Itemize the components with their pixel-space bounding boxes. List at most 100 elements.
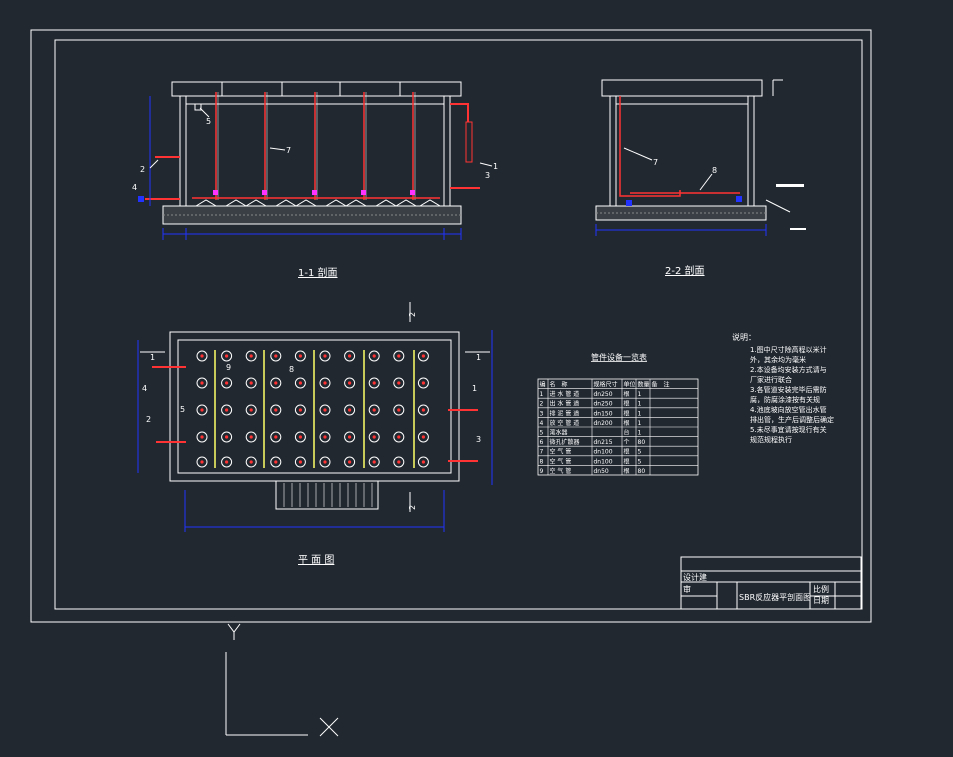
section-1-1 [138,81,480,240]
schedule-cell: 空 气 管 [550,448,572,456]
diffuser-center [348,408,352,412]
note-line: 规范规程执行 [750,435,792,444]
note-line: 排出管，生产后调整后确定 [750,415,834,424]
schedule-header-cell: 单位 [624,381,636,389]
schedule-cell: 5 [540,430,544,437]
callout-3: 3 [485,171,490,180]
diffuser-center [274,435,278,439]
diffuser [393,377,405,389]
diffuser [368,350,380,362]
section-mark-1-left: 1 [150,353,155,362]
plan-callout-3: 3 [476,435,481,444]
schedule-cell: 5 [638,449,642,456]
diffuser [319,431,331,443]
diffuser-center [397,435,401,439]
diffuser [245,456,257,468]
date-label: 日期 [813,596,829,605]
diffuser-center [323,381,327,385]
diffuser-center [249,408,253,412]
diffuser [393,456,405,468]
callout-4: 4 [132,183,137,192]
diffuser [294,456,306,468]
schedule-header-cell: 数量 [638,381,650,389]
diffuser [270,456,282,468]
schedule-cell: dn215 [594,439,613,446]
schedule-cell: 根 [624,467,630,475]
diffuser [417,377,429,389]
section-mark-2-bottom: 2 [408,505,417,510]
schedule-cell: 5 [638,458,642,465]
diffuser-center [348,435,352,439]
inner-frame [54,39,863,610]
diffuser-center [421,354,425,358]
diffuser [294,404,306,416]
plan-view [137,302,493,532]
schedule-cell: 微孔扩散器 [550,438,580,446]
schedule-cell: 根 [624,419,630,427]
schedule-cell: 1 [540,391,544,398]
callout-8-s2: 8 [712,166,717,175]
schedule-cell: 个 [624,439,630,446]
schedule-cell: 80 [638,439,646,446]
diffuser-center [298,435,302,439]
schedule-cell: 空 气 管 [550,467,572,475]
schedule-cell: 4 [540,420,544,427]
note-line: 2.本设备均安装方式请与 [750,365,827,374]
diffuser-center [397,354,401,358]
diffuser [319,456,331,468]
notes-heading: 说明： [732,332,756,342]
diffuser [221,431,233,443]
diffuser [368,456,380,468]
section-1-1-callouts: 5 7 1 2 3 4 [132,107,498,192]
diffuser [344,431,356,443]
diffuser [221,456,233,468]
diffuser-center [323,408,327,412]
diffuser [245,350,257,362]
diffuser-center [200,354,204,358]
diffuser [417,431,429,443]
schedule-cell: 1 [638,401,642,408]
diffuser [221,377,233,389]
schedule-heading: 管件设备一览表 [591,352,647,362]
section-2-2 [595,79,806,236]
diffuser [221,350,233,362]
diffuser-center [421,381,425,385]
plan-callouts: 2 2 1 1 4 2 1 3 9 8 5 [142,312,481,510]
diffuser [245,377,257,389]
plan-callout-1: 1 [472,384,477,393]
diffuser [196,350,208,362]
diffuser-grid [196,350,429,468]
diffuser-center [200,435,204,439]
note-line: 厂家进行联合 [750,375,792,384]
diffuser [344,377,356,389]
diffuser [319,404,331,416]
title-block: 设计建 审 SBR反应器平剖面图 比例 日期 [680,556,862,610]
diffuser [319,350,331,362]
diffuser [294,431,306,443]
schedule-cell: 根 [624,409,630,417]
schedule-cell: dn100 [594,449,613,456]
schedule-cell: 根 [624,390,630,398]
schedule-header-cell: 规格尺寸 [594,381,618,389]
diffuser-center [372,354,376,358]
schedule-cell: 9 [540,468,544,475]
diffuser [417,404,429,416]
diffuser [393,350,405,362]
schedule-cell: dn150 [594,410,613,417]
section-mark-1-right: 1 [476,353,481,362]
diffuser [344,350,356,362]
diffuser [245,431,257,443]
diffuser [270,377,282,389]
note-line: 外，其余均为毫米 [750,355,806,364]
designer-label: 设计建 [683,572,707,582]
schedule-cell: 根 [624,457,630,465]
diffuser-center [372,435,376,439]
schedule-cell: 出 水 管 道 [550,400,580,408]
section-2-2-callouts: 7 8 [623,147,717,191]
schedule-cell: 1 [638,410,642,417]
plan-callout-4: 4 [142,384,147,393]
schedule-cell: 7 [540,449,544,456]
schedule-header-cell: 名 称 [550,381,568,389]
plan-callout-5: 5 [180,405,185,414]
diffuser [393,404,405,416]
